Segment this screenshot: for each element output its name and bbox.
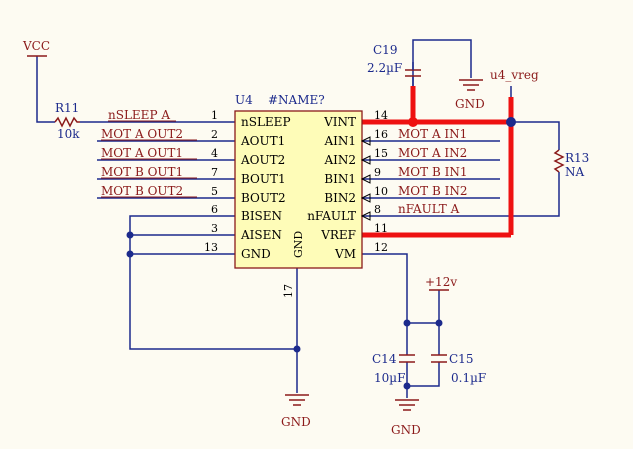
- chip-pin-name-left: AISEN: [240, 228, 282, 242]
- net-label-right: MOT B IN1: [398, 165, 467, 179]
- net-label-left: MOT B OUT1: [101, 165, 183, 179]
- junction-gnd13: [126, 250, 134, 258]
- junction-cap-c: [403, 382, 411, 390]
- junctions: [126, 117, 516, 390]
- gnd-symbol-c19: [459, 79, 483, 91]
- junction-vreg: [506, 117, 516, 127]
- capacitor-c19: C19 2.2µF: [367, 43, 421, 77]
- c15-ref: C15: [449, 352, 473, 366]
- chip-pin-number-right: 10: [374, 185, 388, 198]
- chip-designator: U4: [235, 93, 253, 107]
- gnd-symbol-chip: [285, 394, 309, 406]
- chip-body: [235, 111, 362, 268]
- chip-pin-number-left: 6: [211, 203, 218, 216]
- chip-pin-number-right: 11: [374, 222, 388, 235]
- chip-pin-name-left: BOUT2: [241, 191, 286, 205]
- chip-pin-name-left: BOUT1: [241, 172, 286, 186]
- wire-r13-top: [511, 121, 560, 150]
- chip-border: [234, 110, 363, 269]
- capacitor-c15: C15 0.1µF: [431, 352, 486, 385]
- chip-pin-number-left: 2: [211, 128, 218, 141]
- chip-pin-number-right: 14: [374, 109, 388, 122]
- wire-vcc: [36, 56, 55, 123]
- junction-cap-a: [403, 319, 411, 327]
- r11-ref: R11: [55, 101, 79, 115]
- chip-pin-name-right: VINT: [323, 115, 356, 129]
- junction-aisen: [126, 231, 134, 239]
- chip-pin-name-left: AOUT2: [240, 153, 285, 167]
- chip-pin-number-right: 16: [374, 128, 388, 141]
- chip-pin-number-right: 8: [374, 203, 381, 216]
- resistor-r11: R11 10k: [54, 101, 80, 141]
- chip-pin-name-left: AOUT1: [240, 134, 285, 148]
- chip-pin-arrow-icon: [360, 211, 371, 221]
- chip-pin-number-right: 12: [374, 241, 388, 254]
- chip-pin-arrow-icon: [360, 174, 371, 184]
- v12-symbol: +12v: [425, 275, 457, 291]
- gnd-label-caps: GND: [391, 423, 421, 437]
- chip-part: #NAME?: [268, 93, 325, 107]
- c15-value: 0.1µF: [451, 371, 486, 385]
- r13-zigzag: [553, 149, 565, 173]
- chip-pin-number-right: 9: [374, 166, 381, 179]
- net-label-right: MOT A IN1: [398, 127, 467, 141]
- r13-ref: R13: [565, 151, 589, 165]
- v12-label: +12v: [425, 275, 457, 289]
- chip-pin-name-right: BIN2: [324, 191, 356, 205]
- net-label-right: MOT A IN2: [398, 146, 467, 160]
- c19-value: 2.2µF: [367, 61, 402, 75]
- capacitor-c14: C14 10µF: [372, 352, 415, 385]
- net-label-left: MOT A OUT1: [101, 146, 183, 160]
- chip-pin-number-left: 3: [211, 222, 218, 235]
- c14-ref: C14: [372, 352, 397, 366]
- chip-pin-arrow-icon: [360, 193, 371, 203]
- chip-pin-name-left: BISEN: [241, 209, 282, 223]
- gnd-label-chip: GND: [281, 415, 311, 429]
- chip-pin-name-right: VREF: [320, 228, 356, 242]
- chip-pin-name-right: AIN1: [323, 134, 356, 148]
- wire-nfault: [362, 172, 560, 217]
- resistor-r13: R13 NA: [553, 149, 589, 179]
- chip-u4: U4 #NAME? GND nSLEEP1AOUT12AOUT24BOUT17B…: [204, 93, 388, 298]
- chip-pin-number-right: 15: [374, 147, 388, 160]
- net-label-left: MOT A OUT2: [101, 127, 183, 141]
- c14-value: 10µF: [374, 371, 405, 385]
- junction-c19: [408, 117, 418, 127]
- net-label-right: MOT B IN2: [398, 184, 467, 198]
- chip-pin-number-left: 13: [204, 241, 218, 254]
- gnd-label-c19: GND: [455, 97, 485, 111]
- chip-pin-name-right: nFAULT: [307, 209, 356, 223]
- chip-center-gnd-label: GND: [292, 231, 305, 258]
- chip-pin-arrow-icon: [360, 136, 371, 146]
- chip-pin-number-left: 7: [211, 166, 218, 179]
- chip-pin-name-right: AIN2: [323, 153, 356, 167]
- chip-pin-number-bottom: 17: [282, 284, 295, 298]
- junction-cap-b: [435, 319, 443, 327]
- net-label-left: MOT B OUT2: [101, 184, 183, 198]
- r11-zigzag: [54, 116, 80, 128]
- r11-value: 10k: [57, 127, 80, 141]
- gnd-symbol-caps: [395, 399, 419, 411]
- chip-pin-name-left: GND: [241, 247, 271, 261]
- chip-pin-number-left: 1: [211, 109, 218, 122]
- net-label-vreg: u4_vreg: [490, 68, 539, 82]
- vcc-label: VCC: [22, 39, 50, 53]
- wire-bisen: [129, 215, 297, 350]
- wire-cap-bottom: [406, 362, 440, 387]
- net-label-left: nSLEEP A: [108, 108, 170, 122]
- chip-pin-name-right: BIN1: [324, 172, 356, 186]
- chip-pin-number-left: 4: [211, 147, 218, 160]
- net-label-right: nFAULT A: [398, 202, 460, 216]
- chip-pin-arrow-icon: [360, 155, 371, 165]
- r13-value: NA: [565, 165, 585, 179]
- c19-ref: C19: [373, 43, 397, 57]
- junction-pin17: [293, 345, 301, 353]
- vcc-symbol: VCC: [22, 39, 50, 57]
- chip-pin-number-left: 5: [211, 185, 218, 198]
- chip-pin-name-left: nSLEEP: [241, 115, 291, 129]
- chip-pin-name-right: VM: [334, 247, 356, 261]
